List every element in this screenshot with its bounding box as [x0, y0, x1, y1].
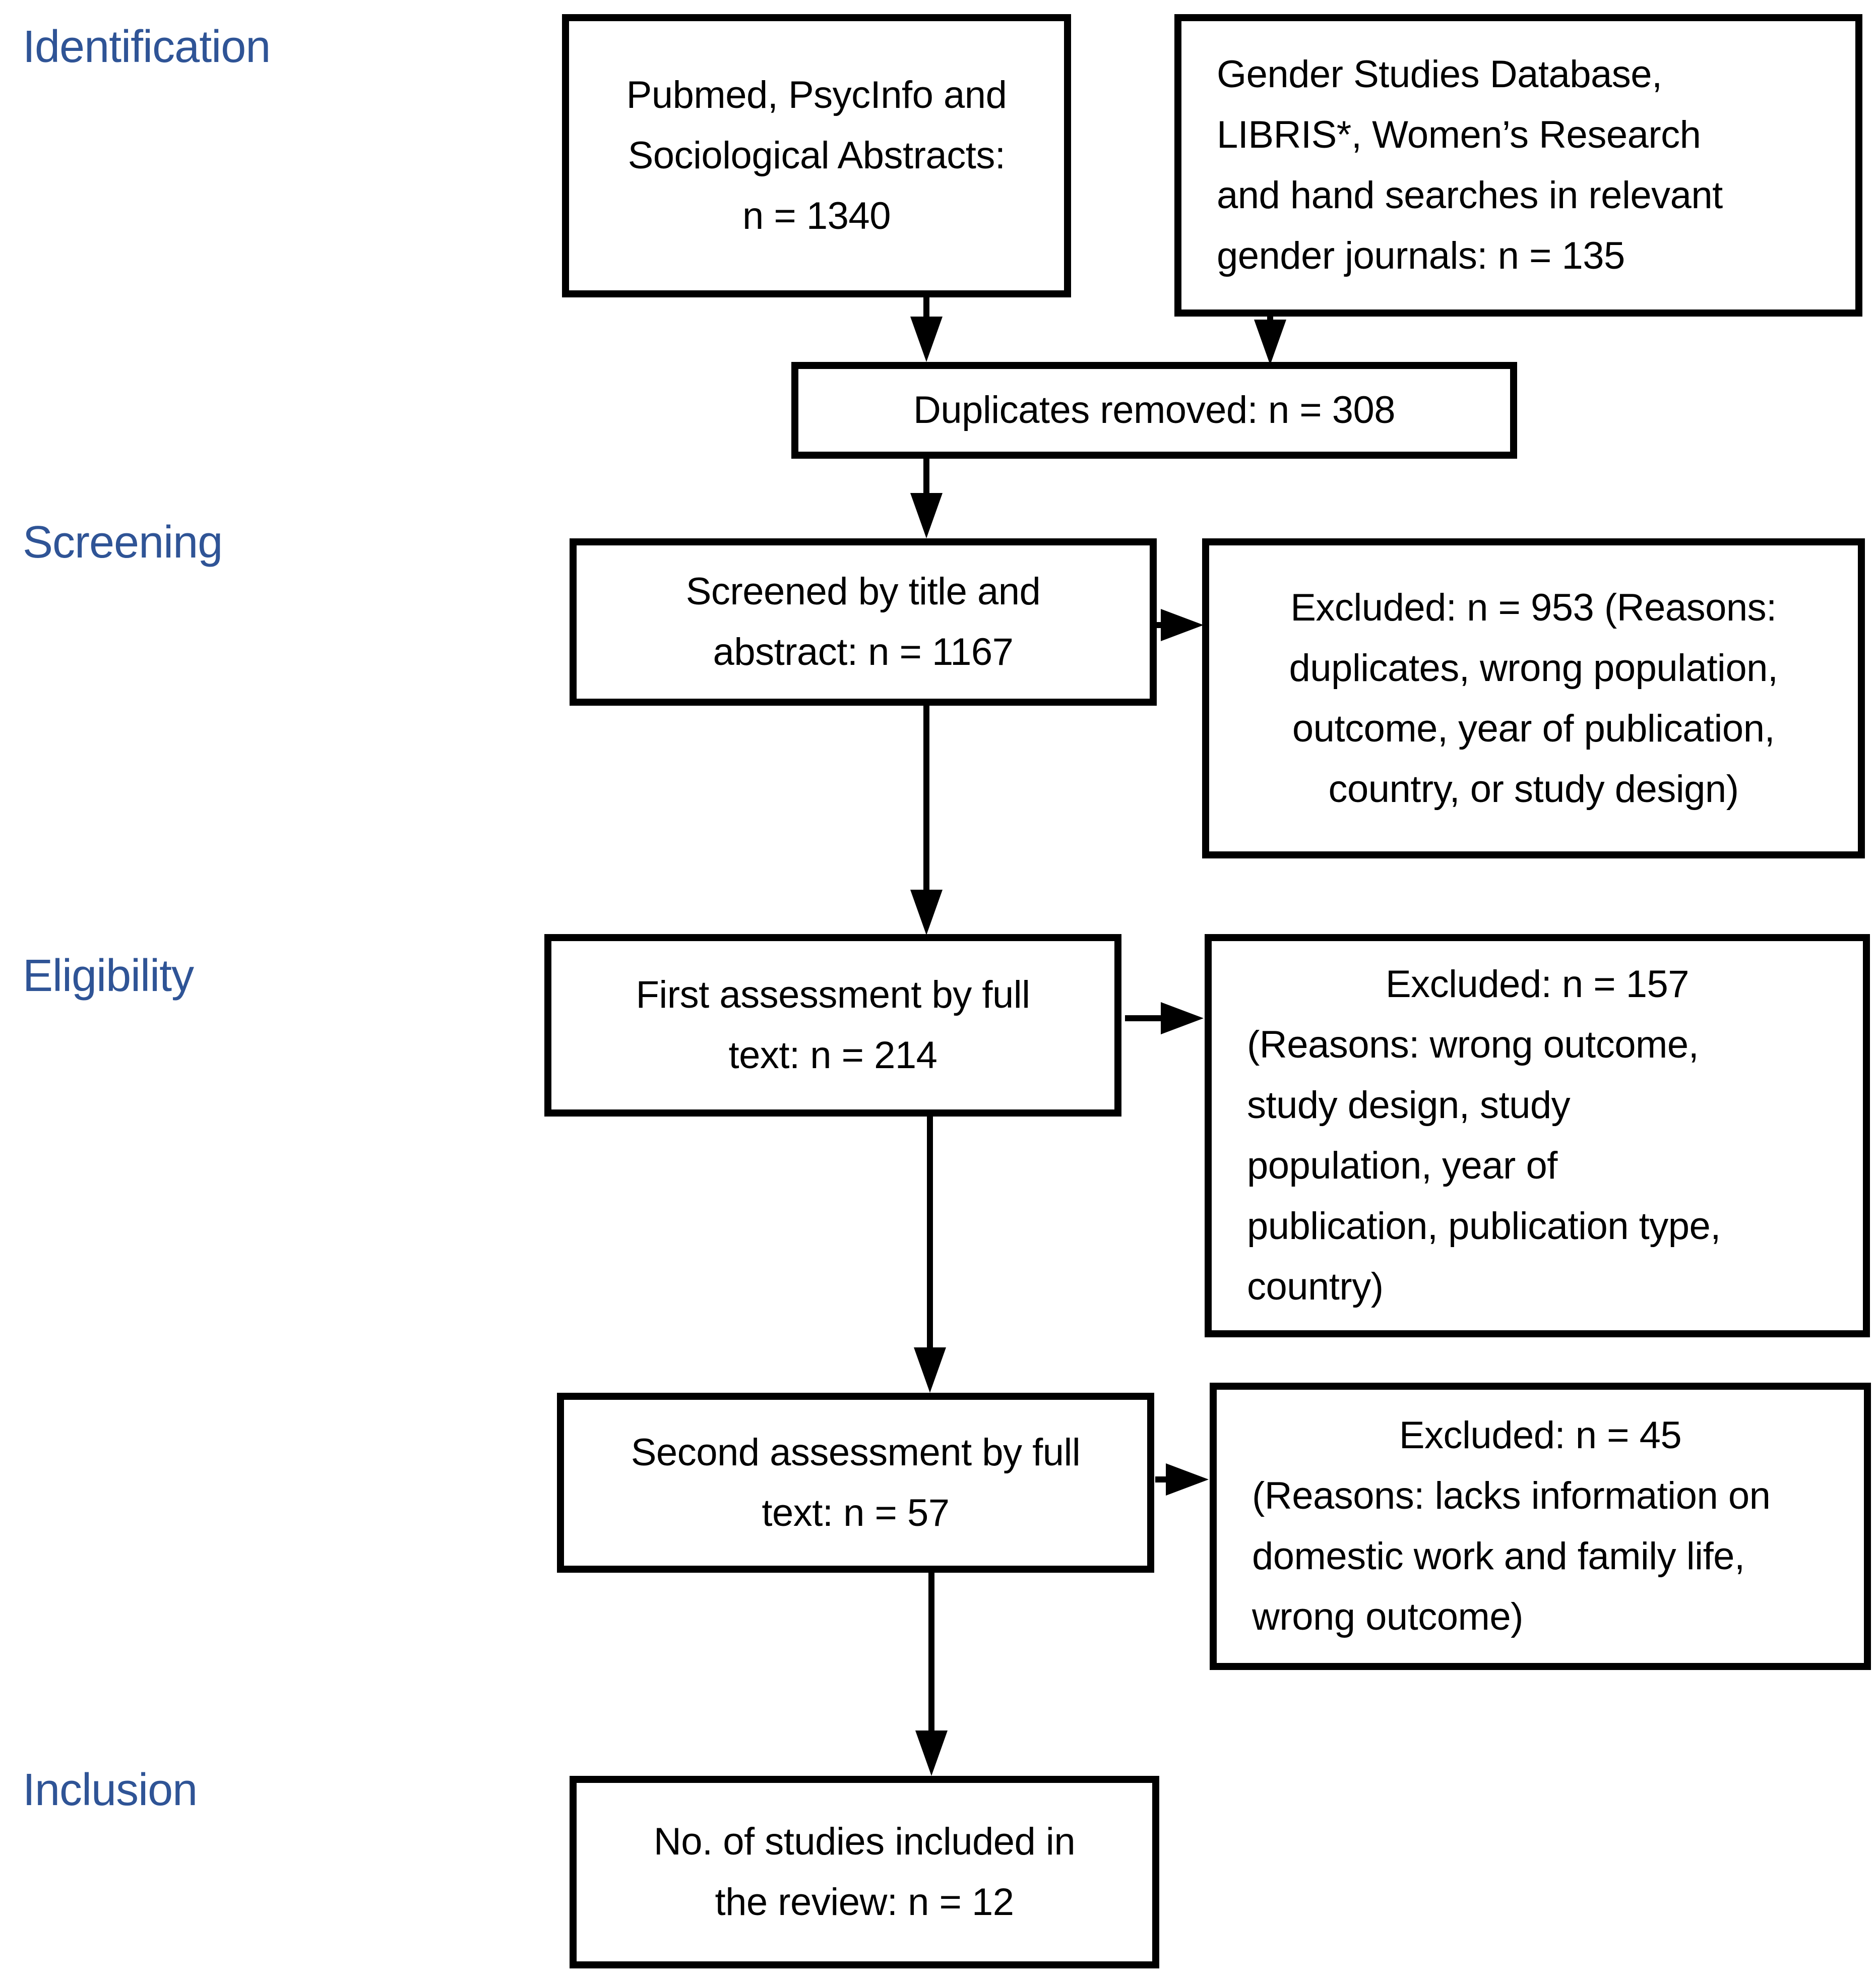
box-databases-other: Gender Studies Database, LIBRIS*, Women’…: [1174, 14, 1862, 317]
arrow-databases-main-to-duplicates-icon: [923, 297, 929, 317]
box-excluded-second-body: (Reasons: lacks information on domestic …: [1252, 1474, 1771, 1638]
box-first-assessment-text: First assessment by full text: n = 214: [636, 973, 1031, 1077]
box-databases-main-text: Pubmed, PsycInfo and Sociological Abstra…: [626, 74, 1007, 237]
box-screened: Screened by title and abstract: n = 1167: [570, 538, 1157, 706]
arrow-screened-to-excluded-icon: [1157, 622, 1161, 628]
box-excluded-first: Excluded: n = 157 (Reasons: wrong outcom…: [1205, 934, 1870, 1337]
box-screened-text: Screened by title and abstract: n = 1167: [685, 570, 1041, 673]
arrow-screened-to-first-assessment-icon: [923, 706, 929, 890]
box-databases-main: Pubmed, PsycInfo and Sociological Abstra…: [562, 14, 1071, 297]
arrow-databases-other-to-duplicates-icon: [1267, 317, 1273, 320]
box-included: No. of studies included in the review: n…: [570, 1776, 1159, 1968]
box-excluded-screening: Excluded: n = 953 (Reasons: duplicates, …: [1202, 538, 1865, 858]
arrow-first-to-second-assessment-icon: [927, 1117, 933, 1347]
box-excluded-screening-text: Excluded: n = 953 (Reasons: duplicates, …: [1289, 586, 1778, 811]
box-excluded-first-title: Excluded: n = 157: [1385, 963, 1690, 1006]
stage-label-inclusion: Inclusion: [23, 1765, 198, 1815]
stage-label-identification: Identification: [23, 22, 271, 72]
arrow-first-assessment-to-excluded-icon: [1125, 1015, 1161, 1021]
stage-label-eligibility: Eligibility: [23, 951, 194, 1001]
box-second-assessment-text: Second assessment by full text: n = 57: [631, 1431, 1081, 1534]
arrow-second-assessment-to-included-icon: [928, 1573, 934, 1730]
box-duplicates-removed-text: Duplicates removed: n = 308: [913, 389, 1396, 431]
stage-label-screening: Screening: [23, 517, 223, 568]
arrow-second-assessment-to-excluded-icon: [1155, 1476, 1166, 1482]
arrow-duplicates-to-screened-icon: [923, 458, 929, 493]
box-excluded-second-title: Excluded: n = 45: [1399, 1414, 1682, 1457]
box-first-assessment: First assessment by full text: n = 214: [544, 934, 1121, 1117]
box-databases-other-text: Gender Studies Database, LIBRIS*, Women’…: [1217, 53, 1723, 277]
box-duplicates-removed: Duplicates removed: n = 308: [791, 362, 1517, 459]
box-excluded-second: Excluded: n = 45 (Reasons: lacks informa…: [1210, 1383, 1871, 1670]
box-excluded-first-body: (Reasons: wrong outcome, study design, s…: [1247, 1023, 1721, 1308]
box-second-assessment: Second assessment by full text: n = 57: [557, 1393, 1154, 1573]
box-included-text: No. of studies included in the review: n…: [653, 1820, 1076, 1924]
